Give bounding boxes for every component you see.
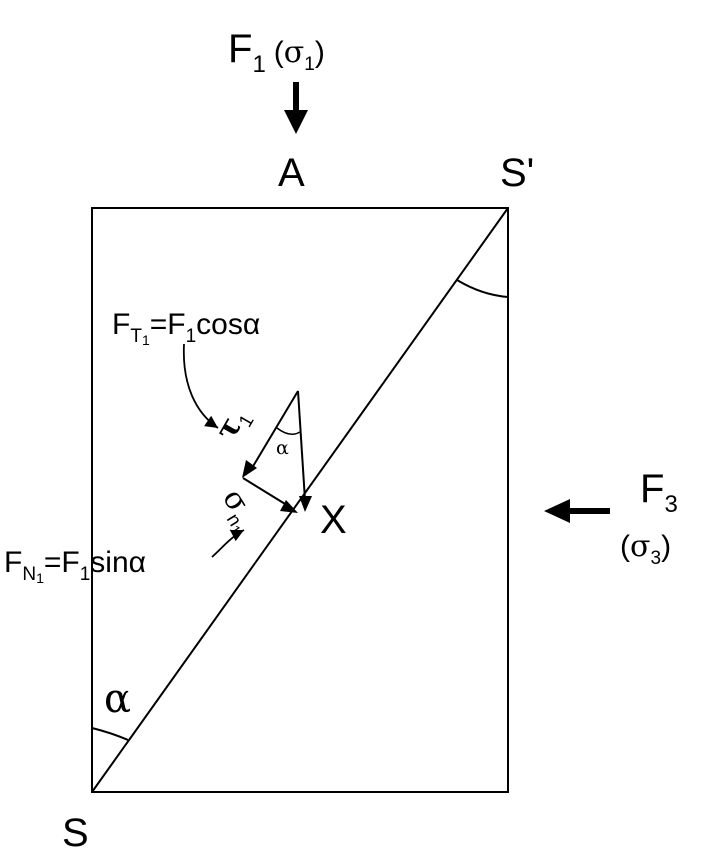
force-triangle: [242, 390, 312, 513]
point-s-prime-label: S': [500, 151, 534, 195]
svg-text:τ1: τ1: [209, 402, 259, 449]
point-a-label: A: [278, 151, 305, 195]
sigma-n-label: σn1: [210, 483, 265, 538]
tangential-callout-arrow: [182, 343, 219, 429]
plane-line: [91, 207, 509, 793]
normal-equation: FN1=F1sinα: [4, 546, 146, 586]
f1-label: F1(σ1): [228, 27, 325, 78]
f3-arrow: [544, 499, 610, 523]
f3-label: F3: [640, 467, 678, 518]
normal-callout-arrow: [211, 529, 245, 558]
angle-arc-bottom: [91, 727, 129, 741]
svg-text:σn1: σn1: [210, 483, 265, 538]
rock-block: [91, 207, 509, 793]
small-alpha-label: α: [276, 437, 289, 459]
point-x-label: X: [320, 498, 347, 542]
angle-alpha-label: α: [104, 676, 131, 722]
point-s-label: S: [62, 811, 89, 855]
sigma3-label: (σ3): [620, 529, 671, 569]
tau-label: τ1: [209, 402, 259, 449]
angle-arc-top: [456, 279, 509, 298]
tangential-equation: FT1=F1cosα: [112, 308, 260, 348]
f1-arrow: [284, 82, 308, 134]
